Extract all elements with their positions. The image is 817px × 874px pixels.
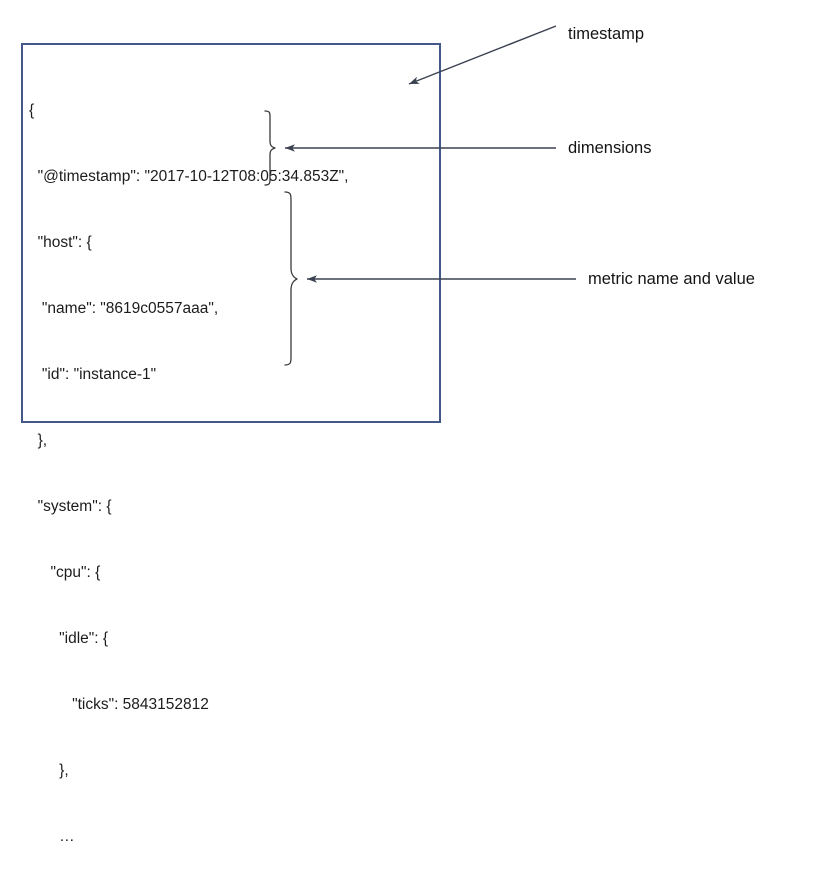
json-line-host-name: "name": "8619c0557aaa",	[29, 300, 219, 317]
diagram-canvas: { "@timestamp": "2017-10-12T08:05:34.853…	[21, 25, 755, 845]
json-document-box	[21, 43, 441, 423]
json-line-ticks: "ticks": 5843152812	[29, 696, 209, 713]
json-line-system-open: "system": {	[29, 498, 112, 515]
json-line: {	[29, 102, 35, 119]
annotation-label-metric: metric name and value	[588, 270, 755, 288]
json-line-timestamp: "@timestamp": "2017-10-12T08:05:34.853Z"…	[29, 168, 349, 185]
json-line-idle-open: "idle": {	[29, 630, 109, 647]
json-line-host-close: },	[29, 432, 48, 449]
annotation-label-timestamp: timestamp	[568, 25, 645, 43]
json-line-host-id: "id": "instance-1"	[29, 366, 157, 383]
json-code-block: { "@timestamp": "2017-10-12T08:05:34.853…	[29, 56, 429, 874]
json-line-idle-close: },	[29, 762, 69, 779]
json-line-ellipsis: …	[29, 828, 75, 845]
json-line-cpu-open: "cpu": {	[29, 564, 101, 581]
annotation-label-dimensions: dimensions	[568, 139, 652, 157]
json-line-host-open: "host": {	[29, 234, 92, 251]
